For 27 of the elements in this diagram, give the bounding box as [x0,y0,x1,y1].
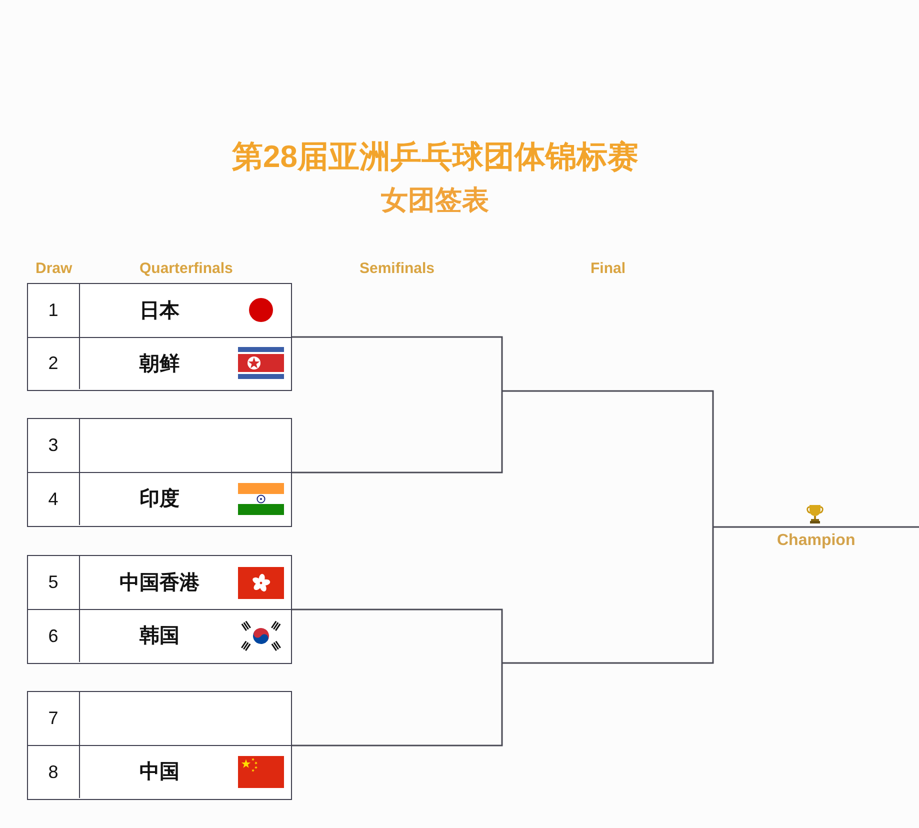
column-header: Draw [36,260,72,277]
number-cell: 6 [28,610,80,662]
draw-row [28,336,291,389]
team-name: 中国 [140,760,180,784]
bracket-line [292,336,503,474]
team-name: 日本 [140,298,180,322]
column-header: Quarterfinals [140,260,233,277]
subheading: 女团签表 [381,184,489,216]
number-cell: 2 [28,338,80,389]
draw-row [28,472,291,525]
match-box [27,283,292,391]
heading: 第28届亚洲乒乓球团体锦标赛 [232,139,638,175]
number-cell: 8 [28,746,80,798]
bracket-line [292,608,503,746]
champion-label: Champion [777,532,856,550]
team-name: 中国香港 [120,571,200,594]
team-name: 韩国 [140,624,180,648]
team-name: 朝鲜 [140,352,180,374]
draw-row [28,745,291,798]
match-box [27,418,292,527]
team-name: 印度 [140,487,180,510]
match-box [27,691,292,800]
column-header: Final [590,260,626,277]
draw-row [28,609,291,662]
match-box [27,555,292,664]
column-header: Semifinals [360,260,435,277]
number-cell: 4 [28,473,80,525]
